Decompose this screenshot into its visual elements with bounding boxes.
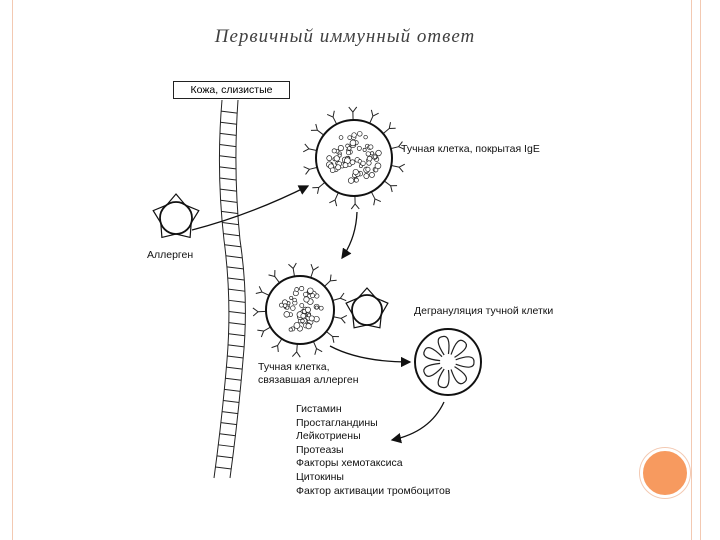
allergen-label: Аллерген [147, 249, 194, 261]
epithelium-layer [213, 99, 246, 479]
degranulating-cell [414, 328, 482, 396]
arrow-to-mediators [390, 401, 445, 444]
mast-cell-bound [252, 262, 348, 358]
mast-cell-ige [302, 106, 406, 210]
mediator-item: Протеазы [296, 443, 344, 456]
degranulation-label: Дегрануляция тучной клетки [414, 305, 554, 317]
mediator-item: Факторы хемотаксиса [296, 457, 403, 470]
slide-frame-right [691, 0, 720, 540]
epithelium-cells [215, 110, 246, 470]
mast-cell-bound-label: Тучная клетка, связавшая аллерген [258, 361, 359, 386]
slide-title: Первичный иммунный ответ [214, 26, 476, 47]
mediator-item: Простагландины [296, 416, 378, 429]
arrow-binding [341, 211, 358, 260]
mast-cell-ige-label: Тучная клетка, покрытая IgE [401, 143, 540, 155]
slide-frame-left [0, 0, 13, 540]
arrow-to-degranulation [329, 345, 412, 368]
mediator-item: Фактор активации тромбоцитов [296, 484, 451, 497]
skin-label: Кожа, слизистые [173, 81, 290, 99]
accent-circle-decoration [640, 448, 690, 498]
mediator-item: Лейкотриены [296, 430, 361, 443]
bound-allergen [345, 287, 389, 329]
arrow-allergen-to-mast-cell [191, 185, 310, 231]
mediator-item: Гистамин [296, 403, 342, 415]
allergen [152, 193, 200, 239]
mediator-item: Цитокины [296, 470, 344, 483]
